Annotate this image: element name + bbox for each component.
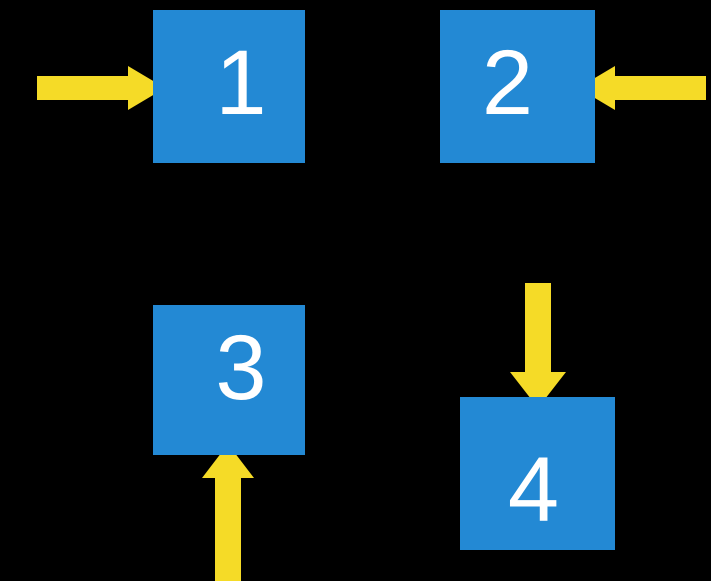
arrow-down-shape xyxy=(510,283,566,408)
arrow-left-shape xyxy=(578,66,706,110)
node-box-1[interactable]: 1 xyxy=(153,10,305,163)
node-box-3[interactable]: 3 xyxy=(153,305,305,455)
node-box-4-label: 4 xyxy=(507,438,560,541)
arrow-into-node-1-icon xyxy=(37,66,165,110)
node-box-1-label: 1 xyxy=(215,31,267,134)
arrow-up-shape xyxy=(202,444,254,581)
arrow-into-node-4-icon xyxy=(510,283,566,408)
arrow-into-node-3-icon xyxy=(202,444,254,581)
arrow-right-shape xyxy=(37,66,165,110)
arrow-into-node-2-icon xyxy=(578,66,706,110)
node-box-2-label: 2 xyxy=(481,31,534,134)
node-box-2[interactable]: 2 xyxy=(440,10,595,163)
node-box-3-label: 3 xyxy=(215,317,267,419)
node-box-4[interactable]: 4 xyxy=(460,397,615,550)
